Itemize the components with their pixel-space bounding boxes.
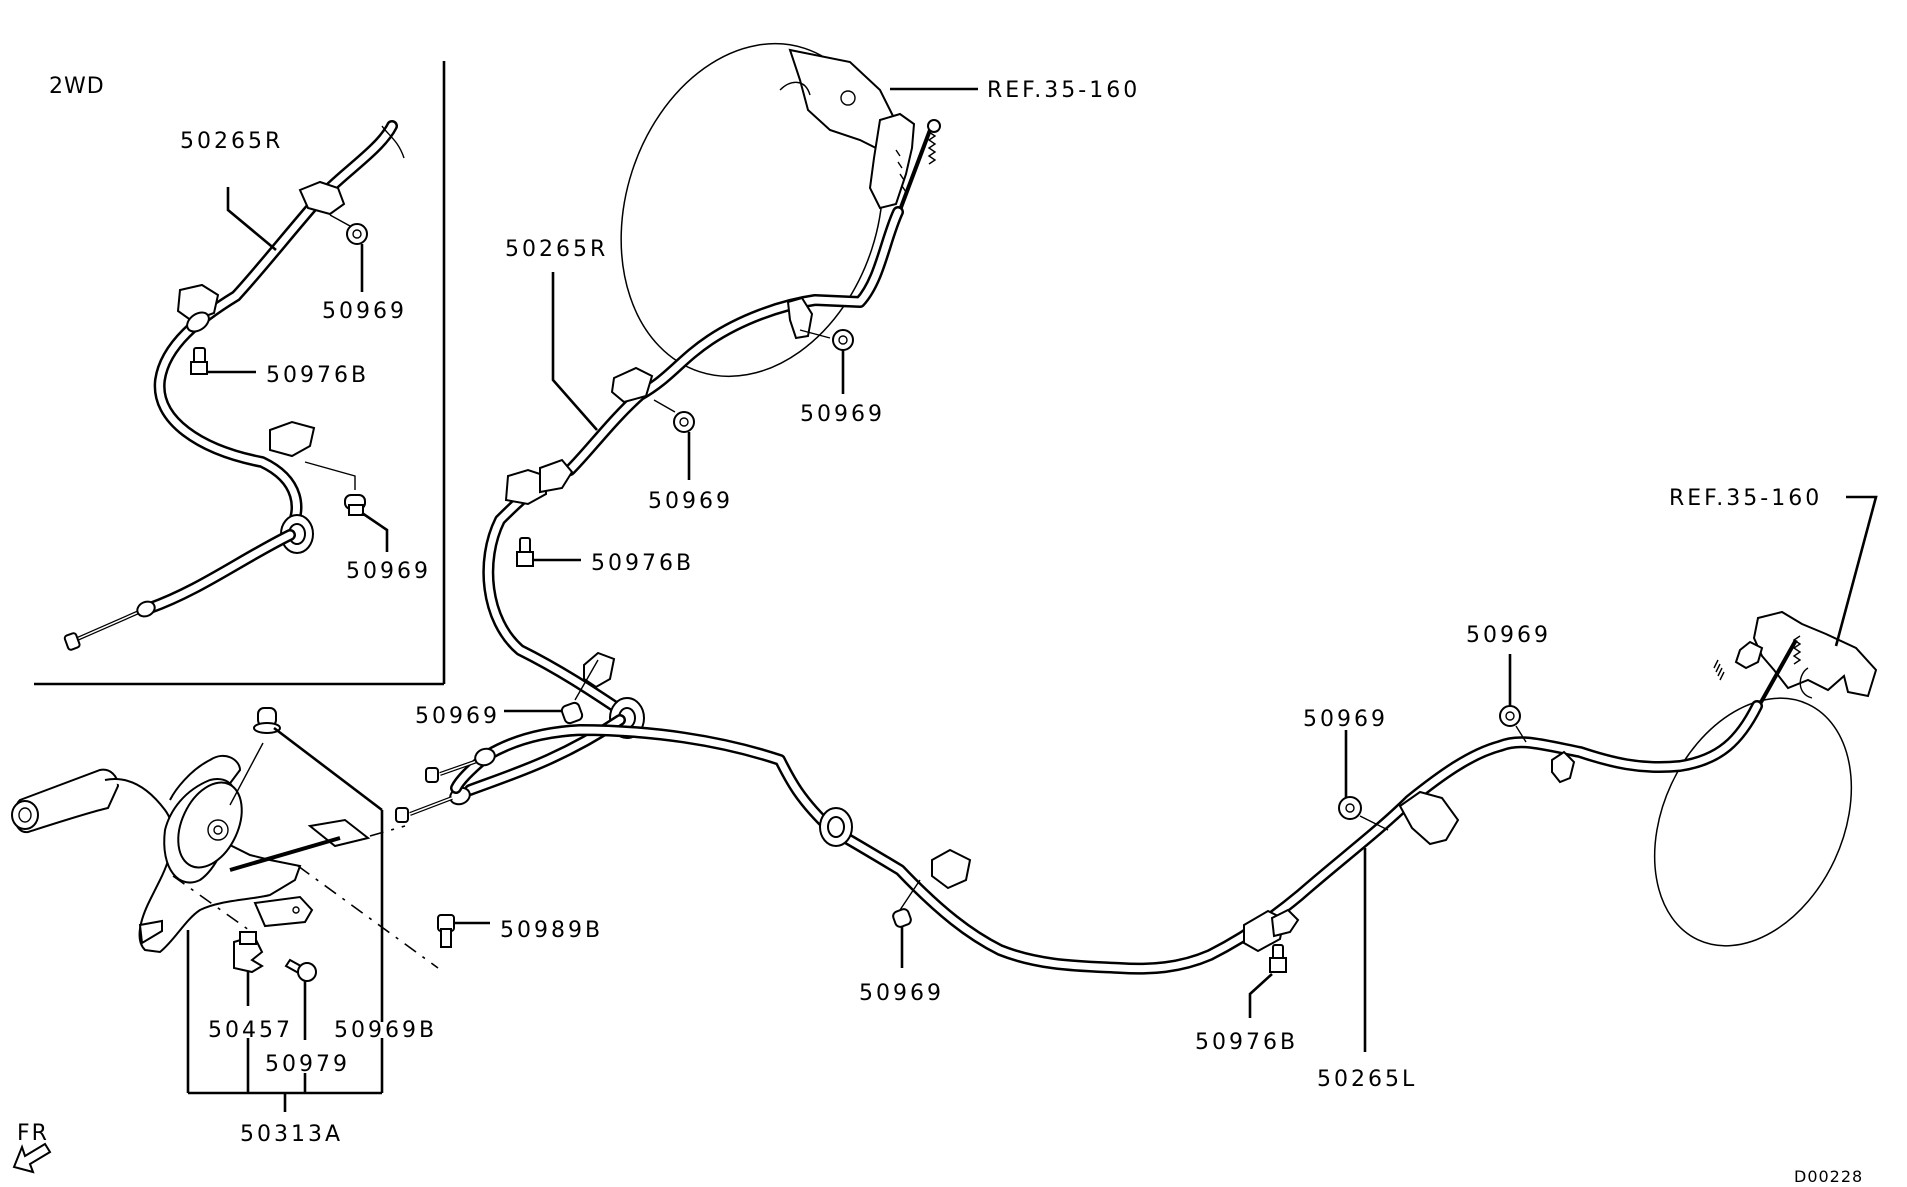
ref-callout[interactable]: REF.35-160	[987, 78, 1140, 103]
part-callout[interactable]: 50969	[1303, 707, 1388, 732]
nut-icon	[1338, 796, 1362, 820]
left-brake-drum	[1653, 610, 1878, 947]
part-callout[interactable]: 50979	[265, 1052, 350, 1077]
part-callout[interactable]: 50265L	[1317, 1067, 1417, 1092]
part-callout[interactable]: 50969	[415, 704, 500, 729]
part-callout[interactable]: 50969	[648, 489, 733, 514]
part-callout[interactable]: 50976B	[1195, 1030, 1298, 1055]
part-callout[interactable]: 50969	[346, 559, 431, 584]
inset-variant-label: 2WD	[49, 74, 105, 99]
nut-icon	[560, 701, 584, 725]
part-callout[interactable]: 50265R	[505, 237, 608, 262]
bolt-icon	[437, 914, 455, 948]
part-callout[interactable]: 50265R	[180, 129, 283, 154]
part-callout[interactable]: 50969	[800, 402, 885, 427]
nut-icon	[832, 329, 854, 351]
nut-icon	[344, 494, 366, 516]
ref-lower-leader	[1834, 495, 1878, 647]
nut-lever-leader	[273, 726, 383, 812]
nut-icon	[253, 707, 281, 734]
inset-2wd: 2WD	[34, 61, 446, 686]
bolt-icon	[1269, 944, 1287, 973]
part-callout[interactable]: 50969B	[334, 1018, 437, 1043]
arrow-down-left-icon	[12, 1142, 52, 1174]
switch-icon	[233, 931, 264, 974]
nut-icon	[346, 223, 368, 245]
bolt-icon	[190, 347, 208, 375]
diagram-code: D00228	[1794, 1167, 1863, 1186]
direction-label: FR	[17, 1121, 49, 1146]
part-callout[interactable]: 50457	[208, 1018, 293, 1043]
inset-cable-leader	[226, 187, 277, 251]
part-callout[interactable]: 50989B	[500, 918, 603, 943]
parking-brake-lever	[11, 754, 371, 954]
inset-cable	[63, 120, 405, 651]
ref-callout[interactable]: REF.35-160	[1669, 486, 1822, 511]
part-callout[interactable]: 50976B	[591, 551, 694, 576]
nut-icon	[673, 411, 695, 433]
nut-icon	[1499, 705, 1521, 727]
cable-right-leader	[551, 272, 598, 431]
nut-icon	[892, 908, 912, 928]
part-callout[interactable]: 50313A	[240, 1122, 343, 1147]
bolt-icon	[516, 537, 534, 567]
right-brake-drum	[620, 42, 941, 378]
part-callout[interactable]: 50969	[1466, 623, 1551, 648]
part-callout[interactable]: 50976B	[266, 363, 369, 388]
part-callout[interactable]: 50969	[859, 981, 944, 1006]
cable-left	[425, 700, 1763, 975]
screw-icon	[284, 958, 317, 982]
part-callout[interactable]: 50969	[322, 299, 407, 324]
